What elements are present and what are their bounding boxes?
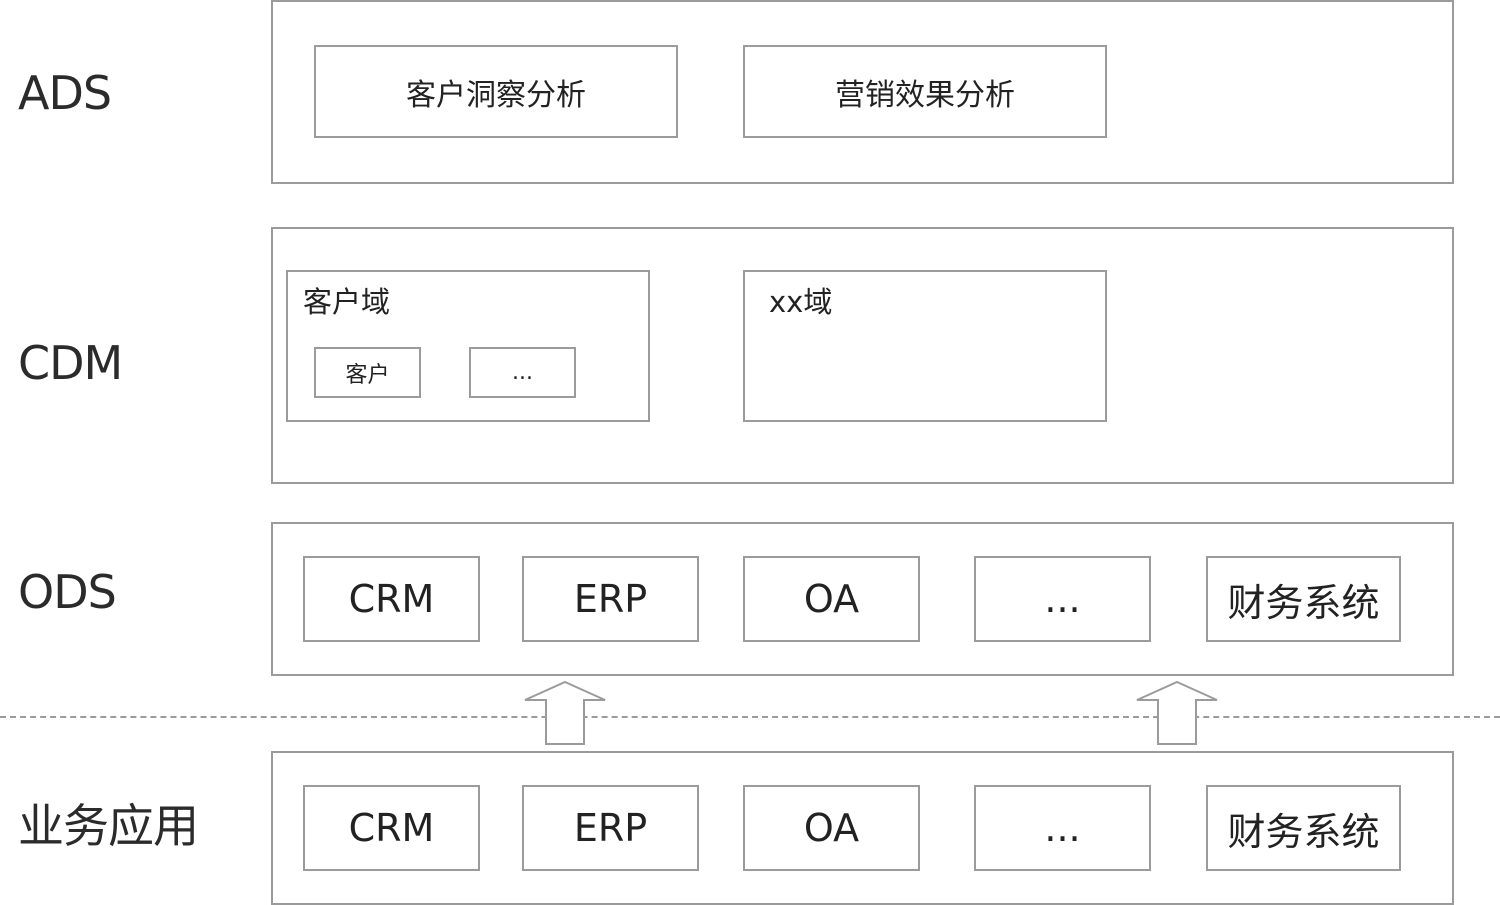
business-system-finance: 财务系统 [1206, 785, 1401, 871]
layer-separator [0, 716, 1500, 718]
cdm-domain-customer-title: 客户域 [303, 285, 391, 319]
layer-label-business: 业务应用 [18, 799, 199, 853]
up-arrow-icon [524, 680, 606, 745]
ods-system-finance: 财务系统 [1206, 556, 1401, 642]
cdm-domain-xx-title: xx域 [769, 285, 833, 319]
business-system-oa: OA [743, 785, 920, 871]
up-arrow-icon [1136, 680, 1218, 745]
business-system-more: ... [974, 785, 1151, 871]
ods-system-crm: CRM [303, 556, 480, 642]
business-system-crm: CRM [303, 785, 480, 871]
layer-label-ods: ODS [18, 565, 117, 619]
ods-system-more: ... [974, 556, 1151, 642]
cdm-entity-customer: 客户 [314, 347, 421, 398]
ads-box-customer-insight: 客户洞察分析 [314, 45, 678, 138]
layer-label-cdm: CDM [18, 336, 123, 390]
business-system-erp: ERP [522, 785, 699, 871]
ods-system-erp: ERP [522, 556, 699, 642]
cdm-domain-xx [743, 270, 1107, 422]
cdm-entity-more: ... [469, 347, 576, 398]
layer-label-ads: ADS [18, 66, 112, 120]
ads-box-marketing-effect: 营销效果分析 [743, 45, 1107, 138]
ods-system-oa: OA [743, 556, 920, 642]
